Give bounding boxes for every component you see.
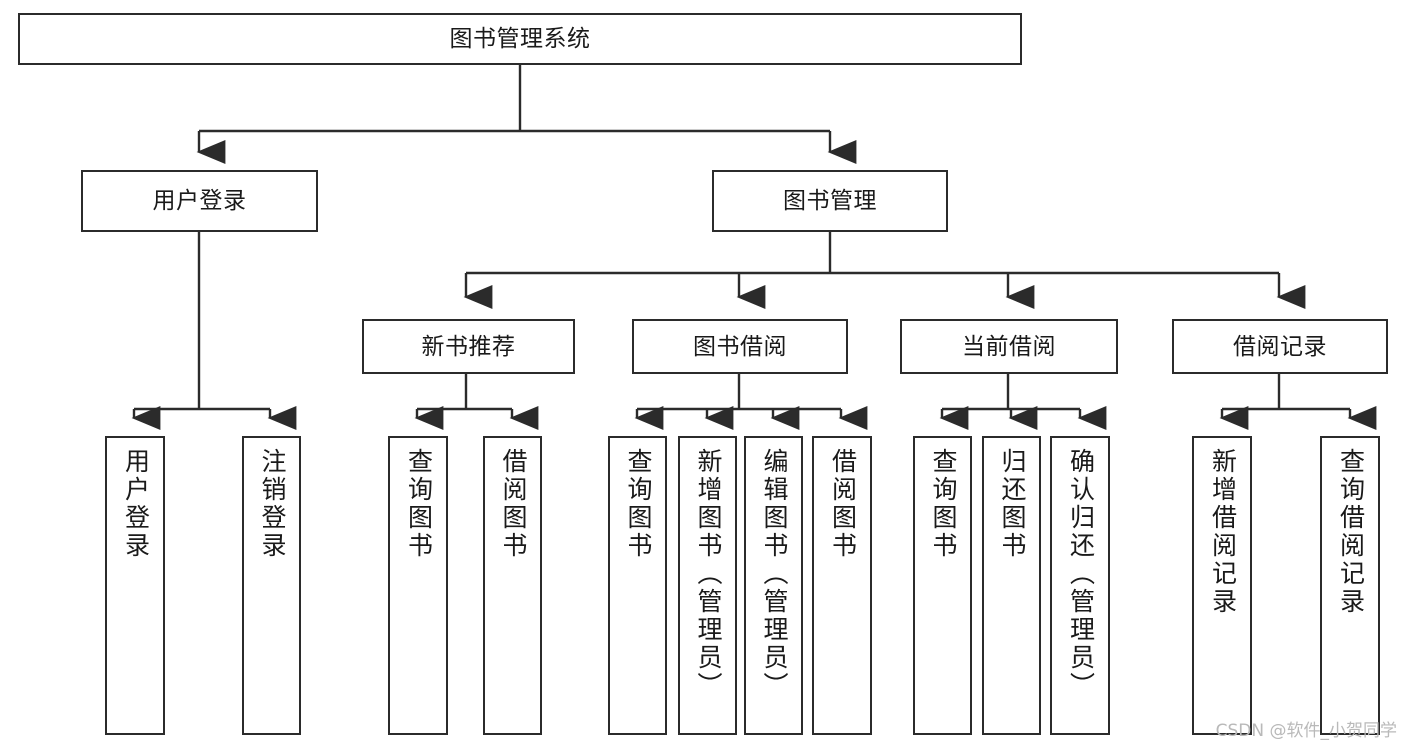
leaf-query-book-current[interactable]: 查询图书 <box>913 436 972 735</box>
leaf-query-book-recommend[interactable]: 查询图书 <box>388 436 448 735</box>
leaf-label: 查询图书 <box>404 448 433 560</box>
node-book-management[interactable]: 图书管理 <box>712 170 948 232</box>
node-new-book-recommend[interactable]: 新书推荐 <box>362 319 575 374</box>
leaf-label: 借阅图书 <box>828 448 857 560</box>
leaf-add-borrow-record[interactable]: 新增借阅记录 <box>1192 436 1252 735</box>
node-root-label: 图书管理系统 <box>449 25 591 52</box>
leaf-label: 查询借阅记录 <box>1336 448 1365 616</box>
leaf-borrow-book-recommend[interactable]: 借阅图书 <box>483 436 542 735</box>
leaf-label: 新增借阅记录 <box>1208 448 1237 616</box>
leaf-logout[interactable]: 注销登录 <box>242 436 301 735</box>
leaf-edit-book-admin[interactable]: 编辑图书（管理员） <box>744 436 803 735</box>
node-current-borrow[interactable]: 当前借阅 <box>900 319 1118 374</box>
node-borrow-record[interactable]: 借阅记录 <box>1172 319 1388 374</box>
csdn-watermark: CSDN @软件_小贺同学 <box>1215 721 1397 741</box>
leaf-query-book-borrow[interactable]: 查询图书 <box>608 436 667 735</box>
leaf-label: 借阅图书 <box>499 448 527 560</box>
leaf-query-borrow-record[interactable]: 查询借阅记录 <box>1320 436 1380 735</box>
node-root[interactable]: 图书管理系统 <box>18 13 1022 65</box>
leaf-label: 注销登录 <box>258 448 286 560</box>
node-user-login-label: 用户登录 <box>152 187 247 214</box>
node-user-login[interactable]: 用户登录 <box>81 170 318 232</box>
node-new-book-recommend-label: 新书推荐 <box>421 332 516 359</box>
leaf-label: 查询图书 <box>929 448 957 560</box>
leaf-return-book[interactable]: 归还图书 <box>982 436 1041 735</box>
node-book-borrow[interactable]: 图书借阅 <box>632 319 848 374</box>
node-current-borrow-label: 当前借阅 <box>962 332 1056 359</box>
leaf-label: 确认归还（管理员） <box>1066 448 1095 700</box>
leaf-user-login[interactable]: 用户登录 <box>105 436 165 735</box>
leaf-label: 查询图书 <box>624 448 652 560</box>
leaf-label: 用户登录 <box>121 448 150 560</box>
node-book-borrow-label: 图书借阅 <box>693 332 787 359</box>
leaf-confirm-return-admin[interactable]: 确认归还（管理员） <box>1050 436 1110 735</box>
leaf-borrow-book[interactable]: 借阅图书 <box>812 436 872 735</box>
node-borrow-record-label: 借阅记录 <box>1233 332 1327 359</box>
leaf-label: 编辑图书（管理员） <box>760 448 788 700</box>
leaf-add-book-admin[interactable]: 新增图书（管理员） <box>678 436 737 735</box>
node-book-management-label: 图书管理 <box>783 187 877 214</box>
leaf-label: 归还图书 <box>998 448 1026 560</box>
leaf-label: 新增图书（管理员） <box>694 448 722 700</box>
